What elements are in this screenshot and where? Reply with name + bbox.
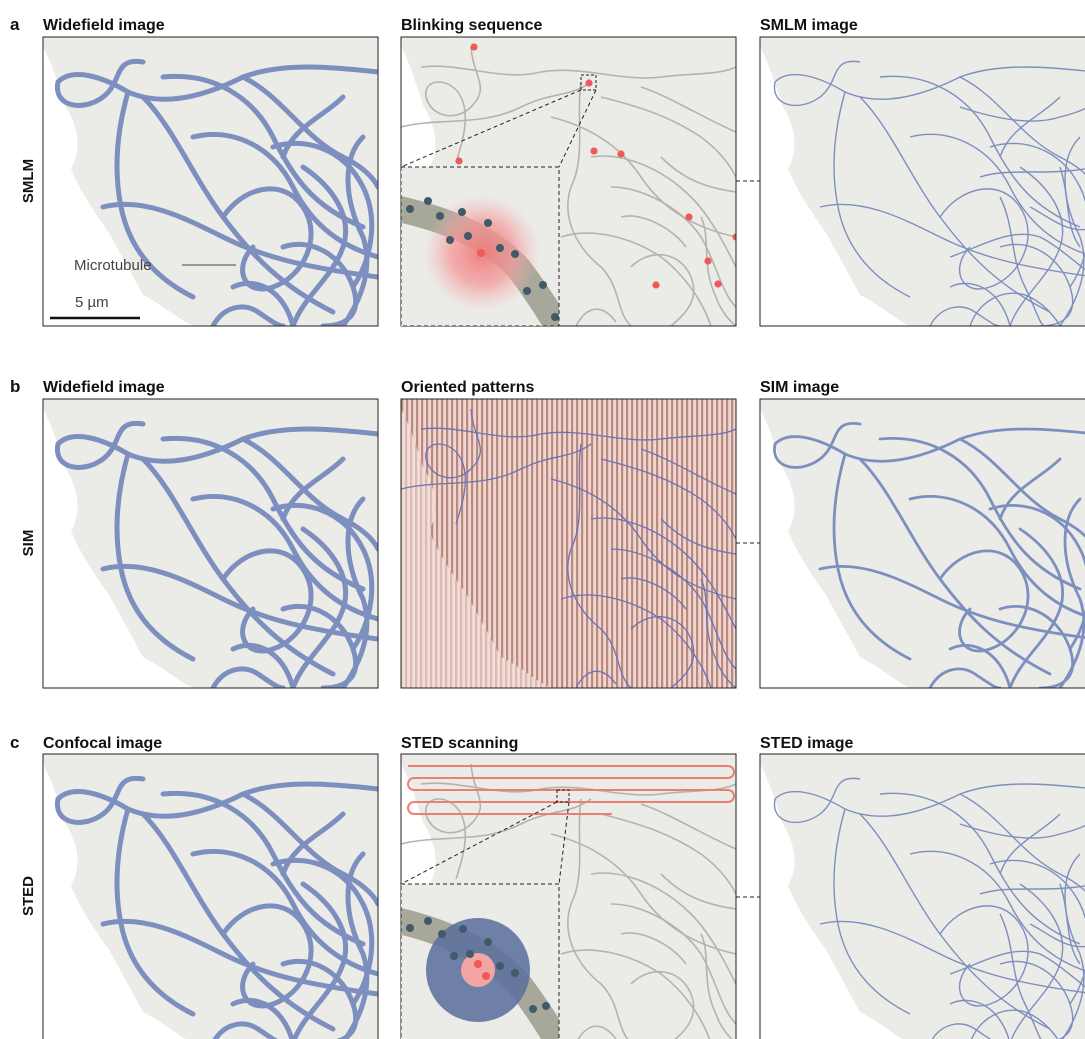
panel-frame [759, 398, 1085, 689]
zoom-region-marker [556, 789, 570, 803]
panel-frame [42, 753, 379, 1039]
panel-frame [759, 753, 1085, 1039]
panel-title-b3: SIM image [760, 379, 839, 396]
panel-smlm-widefield [43, 37, 378, 326]
panel-title-a1: Widefield image [43, 17, 165, 34]
row-letter-c: c [10, 733, 19, 752]
row-letter-b: b [10, 377, 20, 396]
panel-title-b2: Oriented patterns [401, 379, 534, 396]
microtubule-label: Microtubule [74, 257, 152, 274]
panel-title-c2: STED scanning [401, 735, 518, 752]
panel-smlm-image [760, 37, 1085, 326]
panel-title-a3: SMLM image [760, 17, 858, 34]
panel-frame [42, 398, 379, 689]
panel-confocal-image [43, 754, 378, 1039]
panel-sted-image [760, 754, 1085, 1039]
zoom-region-marker [580, 74, 597, 91]
row-label-smlm: SMLM [20, 159, 37, 203]
scan-path [407, 765, 735, 815]
panel-title-c3: STED image [760, 735, 853, 752]
row-label-sim: SIM [20, 530, 37, 557]
panel-title-a2: Blinking sequence [401, 17, 542, 34]
panel-title-c1: Confocal image [43, 735, 162, 752]
inset-frame [400, 883, 560, 1039]
scale-bar-label: 5 µm [75, 294, 109, 311]
panel-frame [759, 36, 1085, 327]
panel-title-b1: Widefield image [43, 379, 165, 396]
zoom-line [558, 89, 597, 168]
blinking-inset [401, 167, 559, 326]
inset-frame [400, 166, 560, 327]
panel-sim-widefield [43, 399, 378, 688]
excitation-spot [461, 953, 495, 987]
active-fluorophores [455, 43, 736, 289]
row-label-sted: STED [20, 876, 37, 916]
panel-sim-image [760, 399, 1085, 688]
row-letter-a: a [10, 15, 20, 34]
panel-oriented-patterns [401, 399, 736, 688]
sted-inset [401, 884, 559, 1039]
zoom-line [400, 801, 558, 885]
zoom-line [400, 89, 582, 168]
panel-frame [42, 36, 379, 327]
